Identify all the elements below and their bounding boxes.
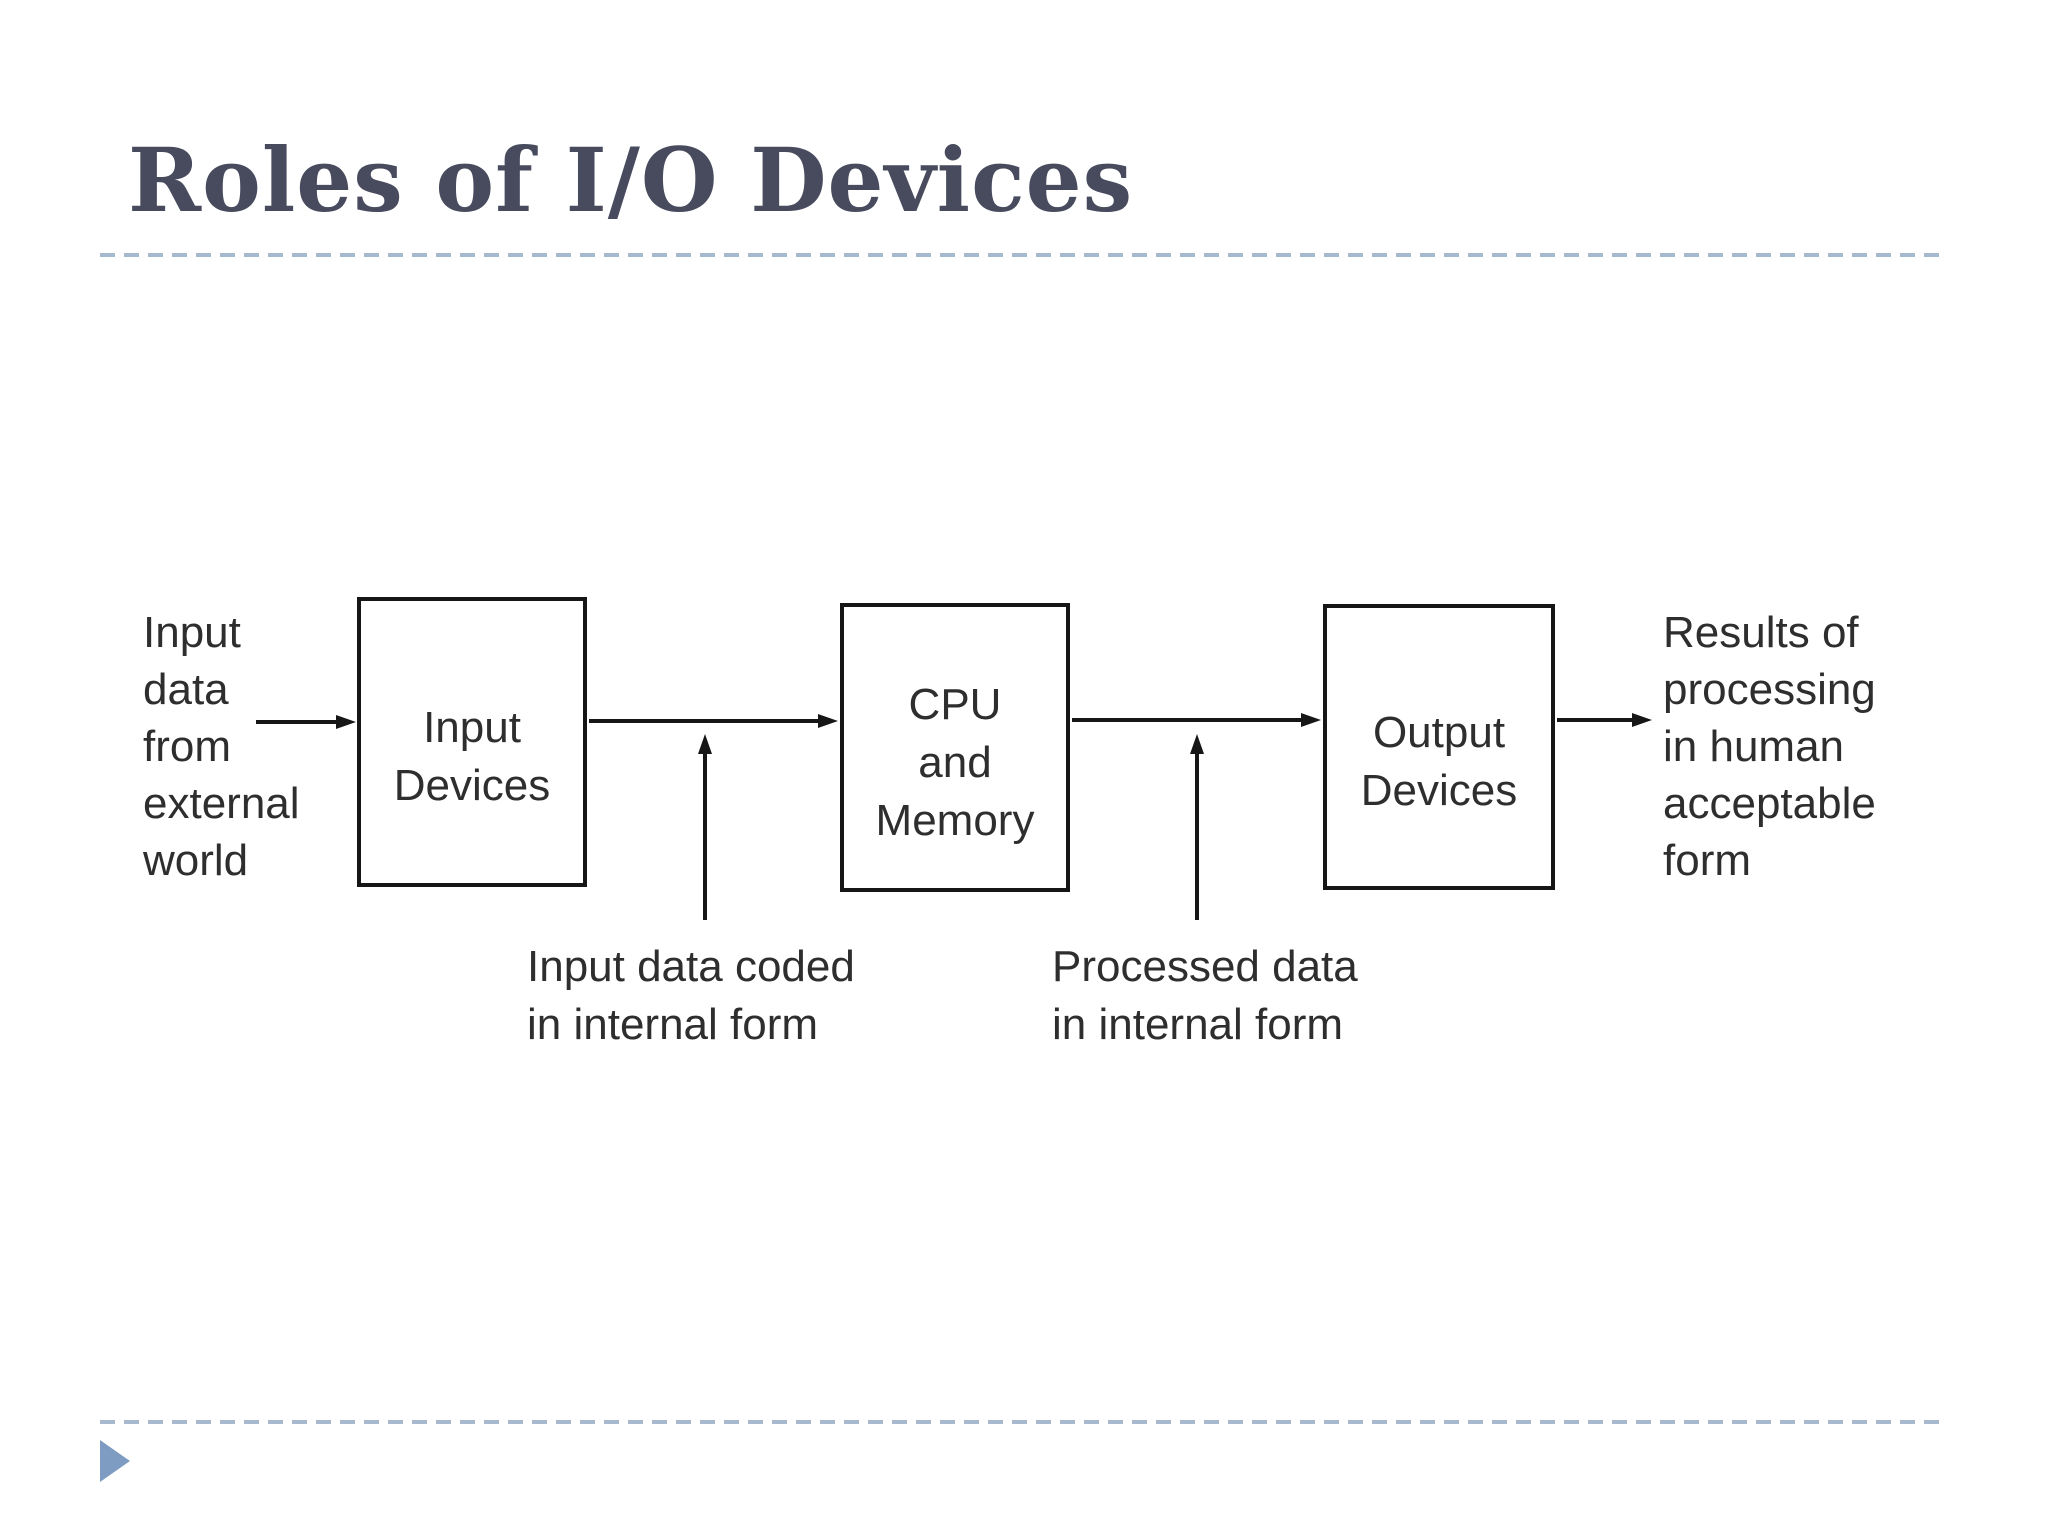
- footer-divider-dashed: [100, 1420, 1947, 1424]
- slide-title: Roles of I/O Devices: [128, 128, 1134, 232]
- title-underline-dashed: [100, 253, 1947, 257]
- processed-annotation-label: Processed data in internal form: [1052, 942, 1358, 1049]
- input-devices-box-label: Input Devices: [393, 703, 551, 810]
- coded-annotation-label: Input data coded in internal form: [527, 942, 855, 1049]
- next-slide-triangle-icon[interactable]: [100, 1440, 130, 1482]
- input-devices-box: Input Devices: [357, 597, 587, 887]
- output-devices-box-label: Output Devices: [1360, 708, 1518, 815]
- cpu-and-memory-box: CPU and Memory: [840, 603, 1070, 892]
- cpu-and-memory-box-label: CPU and Memory: [875, 679, 1035, 845]
- output-devices-box: Output Devices: [1323, 604, 1555, 890]
- input-source-label: Input data from external world: [143, 608, 300, 885]
- result-label: Results of processing in human acceptabl…: [1663, 608, 1876, 885]
